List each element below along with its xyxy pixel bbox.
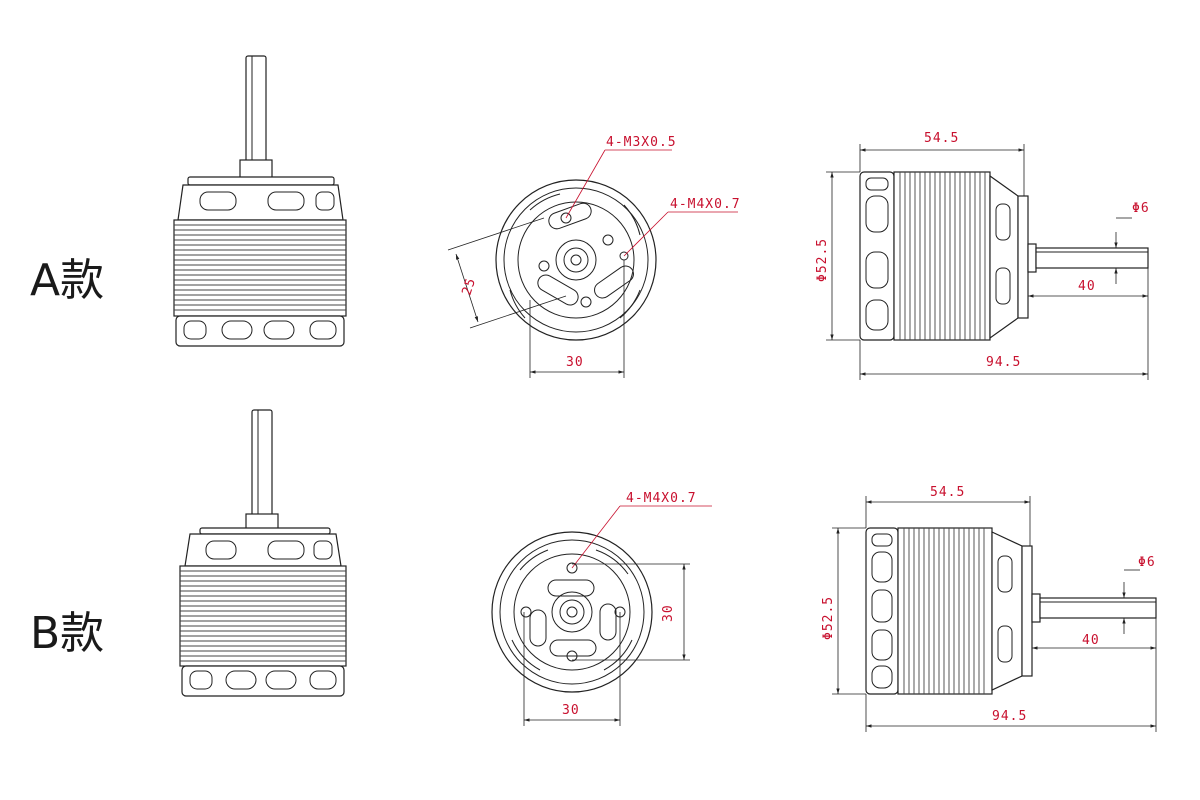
variant-a-face-dims: 4-M3X0.5 4-M4X0.7 25 30 <box>447 135 741 378</box>
b-dim-30-vert: 30 <box>661 604 676 622</box>
b-dim-dia-6: Φ6 <box>1138 555 1156 570</box>
variant-a-side-view <box>859 171 1149 341</box>
b-dim-94-5: 94.5 <box>992 709 1027 724</box>
variant-a-side-dims: 54.5 Φ52.5 Φ6 40 94.5 <box>815 131 1150 380</box>
b-dim-54-5: 54.5 <box>930 485 965 500</box>
a-dim-94-5: 94.5 <box>986 355 1021 370</box>
a-dim-54-5: 54.5 <box>924 131 959 146</box>
a-dim-25: 25 <box>460 276 480 297</box>
variant-b-side-view <box>865 527 1157 695</box>
variant-a-front-view <box>173 55 347 347</box>
a-dim-dia-6: Φ6 <box>1132 201 1150 216</box>
b-dim-40: 40 <box>1082 633 1100 648</box>
variant-a-face-view <box>495 179 657 341</box>
b-callout-m4: 4-M4X0.7 <box>626 491 697 506</box>
a-callout-m3: 4-M3X0.5 <box>606 135 677 150</box>
variant-b-front-view <box>179 409 347 697</box>
variant-a-label: A款 <box>30 255 104 306</box>
b-dim-dia-52-5: Φ52.5 <box>821 596 836 640</box>
variant-b-side-dims: 54.5 Φ52.5 Φ6 40 94.5 <box>821 485 1157 732</box>
a-dim-dia-52-5: Φ52.5 <box>815 238 830 282</box>
variant-b-label: B款 <box>30 608 104 659</box>
variant-b-face-dims: 4-M4X0.7 30 30 <box>523 491 712 726</box>
b-dim-30-horiz: 30 <box>562 703 580 718</box>
a-dim-40: 40 <box>1078 279 1096 294</box>
a-dim-30: 30 <box>566 355 584 370</box>
variant-b-face-view <box>491 531 653 693</box>
a-callout-m4: 4-M4X0.7 <box>670 197 741 212</box>
